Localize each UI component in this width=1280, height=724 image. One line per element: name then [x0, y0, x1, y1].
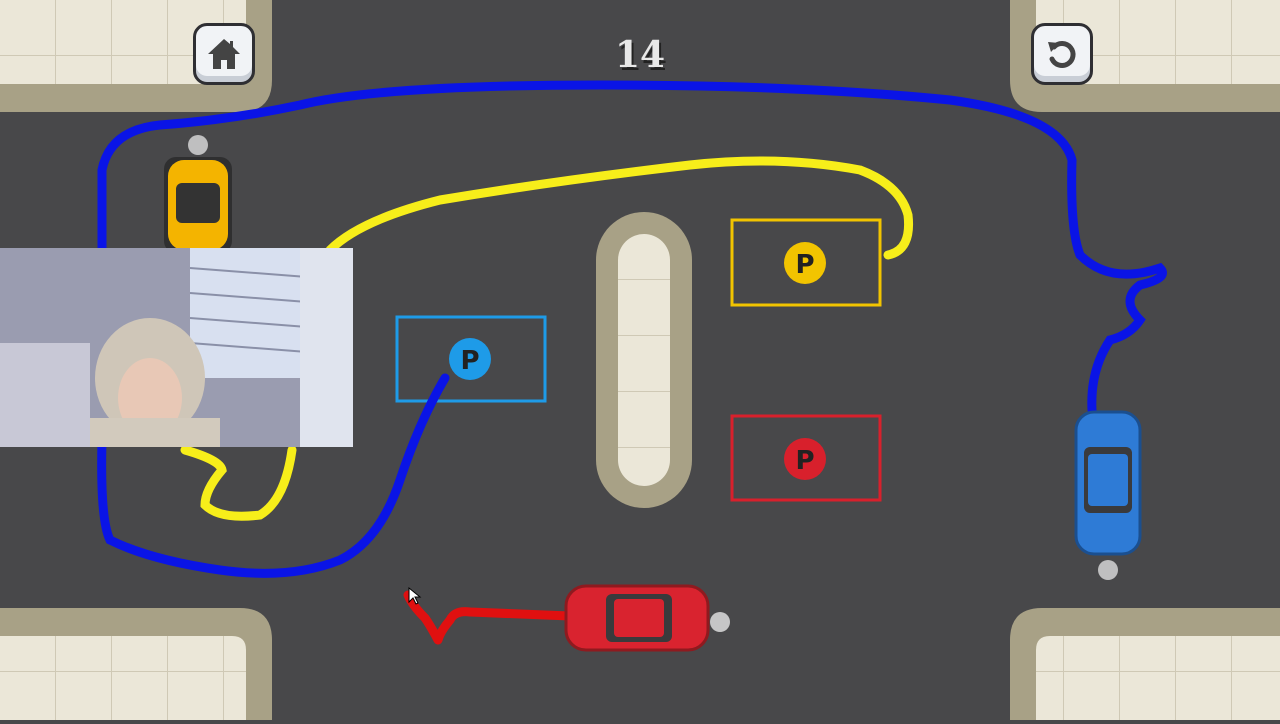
parking-spot-yellow: P [730, 218, 882, 307]
red-car[interactable] [564, 584, 730, 652]
svg-text:P: P [795, 250, 814, 280]
home-button[interactable] [193, 23, 255, 85]
sidewalk-bottom-left [0, 608, 272, 720]
mouse-cursor-icon [408, 586, 422, 605]
blue-car-path [97, 80, 1167, 578]
yellow-car[interactable] [164, 135, 232, 253]
webcam-overlay [0, 248, 353, 447]
svg-text:P: P [460, 346, 479, 376]
center-island [596, 212, 692, 508]
home-icon [208, 39, 240, 69]
parking-spot-red: P [730, 414, 882, 502]
red-car-path [403, 590, 575, 645]
moves-counter: 14 [614, 34, 666, 76]
parking-spot-blue: P [395, 315, 547, 403]
sidewalk-bottom-right [1010, 608, 1280, 720]
restart-button[interactable] [1031, 23, 1093, 85]
yellow-car-path [180, 156, 914, 521]
svg-text:P: P [795, 446, 814, 476]
blue-car[interactable] [1074, 410, 1142, 580]
restart-icon [1048, 41, 1076, 68]
